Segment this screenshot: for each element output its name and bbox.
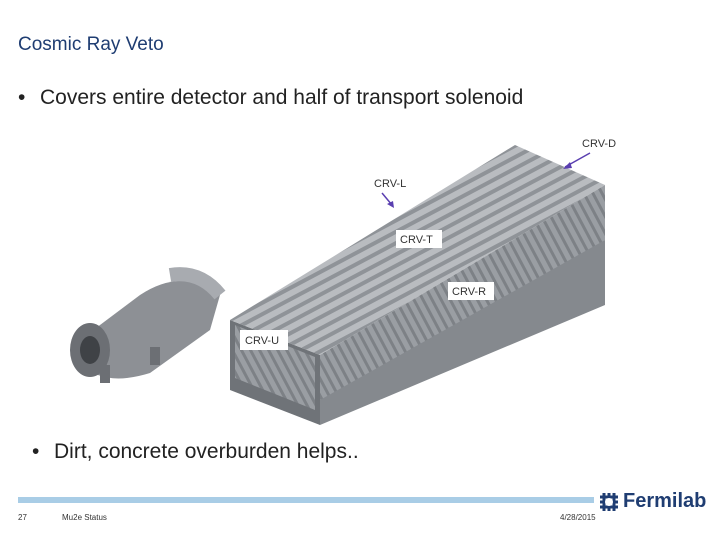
- svg-text:CRV-U: CRV-U: [245, 335, 279, 347]
- svg-text:CRV-R: CRV-R: [452, 286, 486, 298]
- label-crv-l: CRV-L: [370, 175, 412, 208]
- label-crv-u: CRV-U: [240, 330, 288, 350]
- crv-detector-figure: CRV-D CRV-L CRV-T CRV-R CRV-U: [70, 135, 622, 425]
- bullet-marker: •: [32, 440, 40, 463]
- footer-page-number: 27: [18, 513, 27, 522]
- transport-solenoid: [70, 267, 226, 383]
- footer-date: 4/28/2015: [560, 513, 596, 522]
- bullet-marker: •: [18, 86, 26, 109]
- bullet-text-2: Dirt, concrete overburden helps..: [54, 440, 359, 463]
- svg-text:CRV-T: CRV-T: [400, 234, 433, 246]
- bullet-item-1: • Covers entire detector and half of tran…: [18, 86, 523, 110]
- crv-side-face: [320, 240, 605, 425]
- label-crv-t: CRV-T: [396, 230, 442, 248]
- svg-text:CRV-D: CRV-D: [582, 138, 616, 150]
- fermilab-logo-text: Fermilab: [623, 490, 707, 512]
- fermilab-logo: Fermilab: [598, 490, 706, 513]
- footer-center-text: Mu2e Status: [62, 513, 107, 522]
- bullet-item-2: • Dirt, concrete overburden helps..: [32, 440, 359, 464]
- footer-bar: [18, 497, 594, 503]
- label-crv-r: CRV-R: [448, 282, 494, 300]
- fermilab-logo-icon: [598, 490, 620, 513]
- label-crv-d: CRV-D: [563, 135, 622, 169]
- slide-title: Cosmic Ray Veto: [18, 34, 164, 55]
- bullet-text-1: Covers entire detector and half of trans…: [40, 86, 524, 109]
- svg-text:CRV-L: CRV-L: [374, 178, 406, 190]
- crv-top-face: [230, 145, 605, 355]
